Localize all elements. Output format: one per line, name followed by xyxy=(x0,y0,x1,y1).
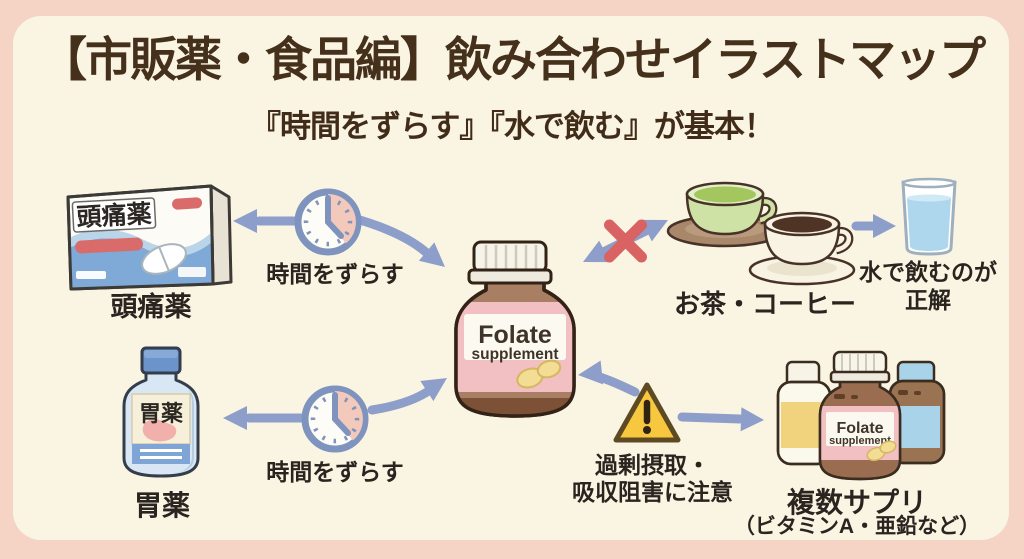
bottle-label-line1: Folate xyxy=(478,321,552,349)
folate-bottle-illustration: Folate supplement xyxy=(454,240,576,418)
clock-icon xyxy=(301,385,369,453)
arrow-left-icon xyxy=(223,406,306,430)
warning-icon xyxy=(613,382,681,443)
beverages-caption: お茶・コーヒー xyxy=(673,289,856,319)
overdose-warning-line1: 過剰摂取・ xyxy=(595,452,710,478)
stomach-medicine-bottle: 胃薬 xyxy=(122,346,200,478)
overdose-warning-text: 過剰摂取・ 吸収阻害に注意 xyxy=(545,452,760,506)
shift-time-label: 時間をずらす xyxy=(266,459,404,485)
shift-time-label: 時間をずらす xyxy=(266,261,404,287)
overdose-warning-line2: 吸収阻害に注意 xyxy=(572,479,733,505)
bottle-label-line2: supplement xyxy=(472,346,559,363)
coffee-cup xyxy=(763,211,854,266)
x-mark-icon xyxy=(604,219,647,263)
no-mix-arrow-icon xyxy=(583,219,668,263)
warning-arrow-right-icon xyxy=(677,407,764,432)
headache-medicine-box: 頭痛薬 xyxy=(66,184,233,291)
page-subtitle: 『時間をずらす』『水で飲む』が基本！ xyxy=(250,109,775,144)
supplements-caption-note: （ビタミンA・亜鉛など） xyxy=(733,515,981,538)
water-advice: 水で飲むのが 正解 xyxy=(853,258,1003,314)
supplement-bottles-illustration: Folate supplement xyxy=(776,350,946,481)
mini-bottle-label-line1: Folate xyxy=(836,420,883,437)
folate-mini-bottle: Folate supplement xyxy=(818,350,902,481)
bottle-label: 胃薬 xyxy=(139,401,183,426)
water-glass-icon xyxy=(901,177,957,256)
mini-bottle-label-line2: supplement xyxy=(829,435,891,447)
page-title: 【市販薬・食品編】飲み合わせイラストマップ xyxy=(39,33,986,86)
headache-caption: 頭痛薬 xyxy=(110,292,192,322)
water-advice-line2: 正解 xyxy=(905,287,951,313)
curved-arrow-icon xyxy=(367,378,447,415)
tea-coffee-illustration xyxy=(666,181,856,286)
clock-icon xyxy=(294,188,362,256)
zinc-bottle xyxy=(888,360,946,465)
supplements-caption: 複数サプリ xyxy=(786,487,927,518)
arrow-left-icon xyxy=(233,209,300,233)
box-label: 頭痛薬 xyxy=(76,199,152,232)
tea-cup xyxy=(685,181,778,236)
right-arrow-icon xyxy=(851,214,896,238)
water-advice-line1: 水で飲むのが xyxy=(859,259,997,285)
stomach-caption: 胃薬 xyxy=(133,490,190,521)
warning-arrow-left-icon xyxy=(578,360,640,397)
curved-arrow-icon xyxy=(355,215,445,267)
